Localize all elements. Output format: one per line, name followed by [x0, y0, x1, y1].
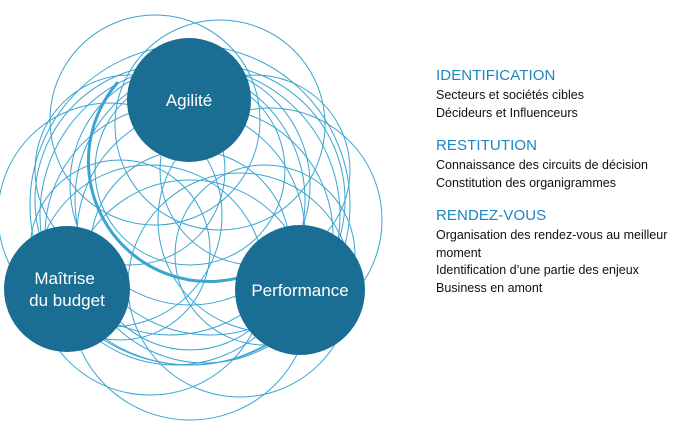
- section-title: RENDEZ-VOUS: [436, 207, 547, 224]
- cycle-diagram: Agilité Maîtrise du budget Performance: [0, 14, 383, 421]
- node-agilite-circle: [127, 38, 251, 162]
- node-maitrise-budget-circle: [4, 226, 130, 352]
- section-rendez-vous: RENDEZ-VOUS Organisation des rendez-vous…: [436, 206, 698, 297]
- node-agilite: Agilité: [127, 38, 251, 162]
- section-line: Connaissance des circuits de décision: [436, 158, 648, 172]
- legend-panel: IDENTIFICATION Secteurs et sociétés cibl…: [436, 66, 698, 311]
- decorative-ring: [34, 74, 226, 266]
- node-performance: Performance: [235, 225, 365, 355]
- section-line: Business en amont: [436, 280, 543, 295]
- node-maitrise-budget: Maîtrise du budget: [4, 226, 130, 352]
- node-performance-circle: [235, 225, 365, 355]
- section-title: RESTITUTION: [436, 137, 538, 154]
- section-restitution: RESTITUTION Connaissance des circuits de…: [436, 136, 698, 192]
- decorative-ring: [114, 19, 326, 231]
- section-identification: IDENTIFICATION Secteurs et sociétés cibl…: [436, 66, 698, 122]
- section-line: moment: [436, 245, 482, 260]
- section-line: Décideurs et Influenceurs: [436, 105, 578, 120]
- node-agilite-label: Agilité: [166, 91, 212, 110]
- section-line: Constitution des organigrammes: [436, 175, 616, 190]
- node-maitrise-budget-label: Maîtrise du budget: [29, 269, 105, 310]
- node-performance-label: Performance: [251, 281, 348, 300]
- section-title: IDENTIFICATION: [436, 67, 556, 84]
- decorative-ring: [174, 164, 356, 346]
- section-line: Organisation des rendez-vous au meilleur: [436, 228, 668, 242]
- section-line: Identification d’une partie des enjeux: [436, 263, 639, 277]
- section-line: Secteurs et sociétés cibles: [436, 88, 584, 102]
